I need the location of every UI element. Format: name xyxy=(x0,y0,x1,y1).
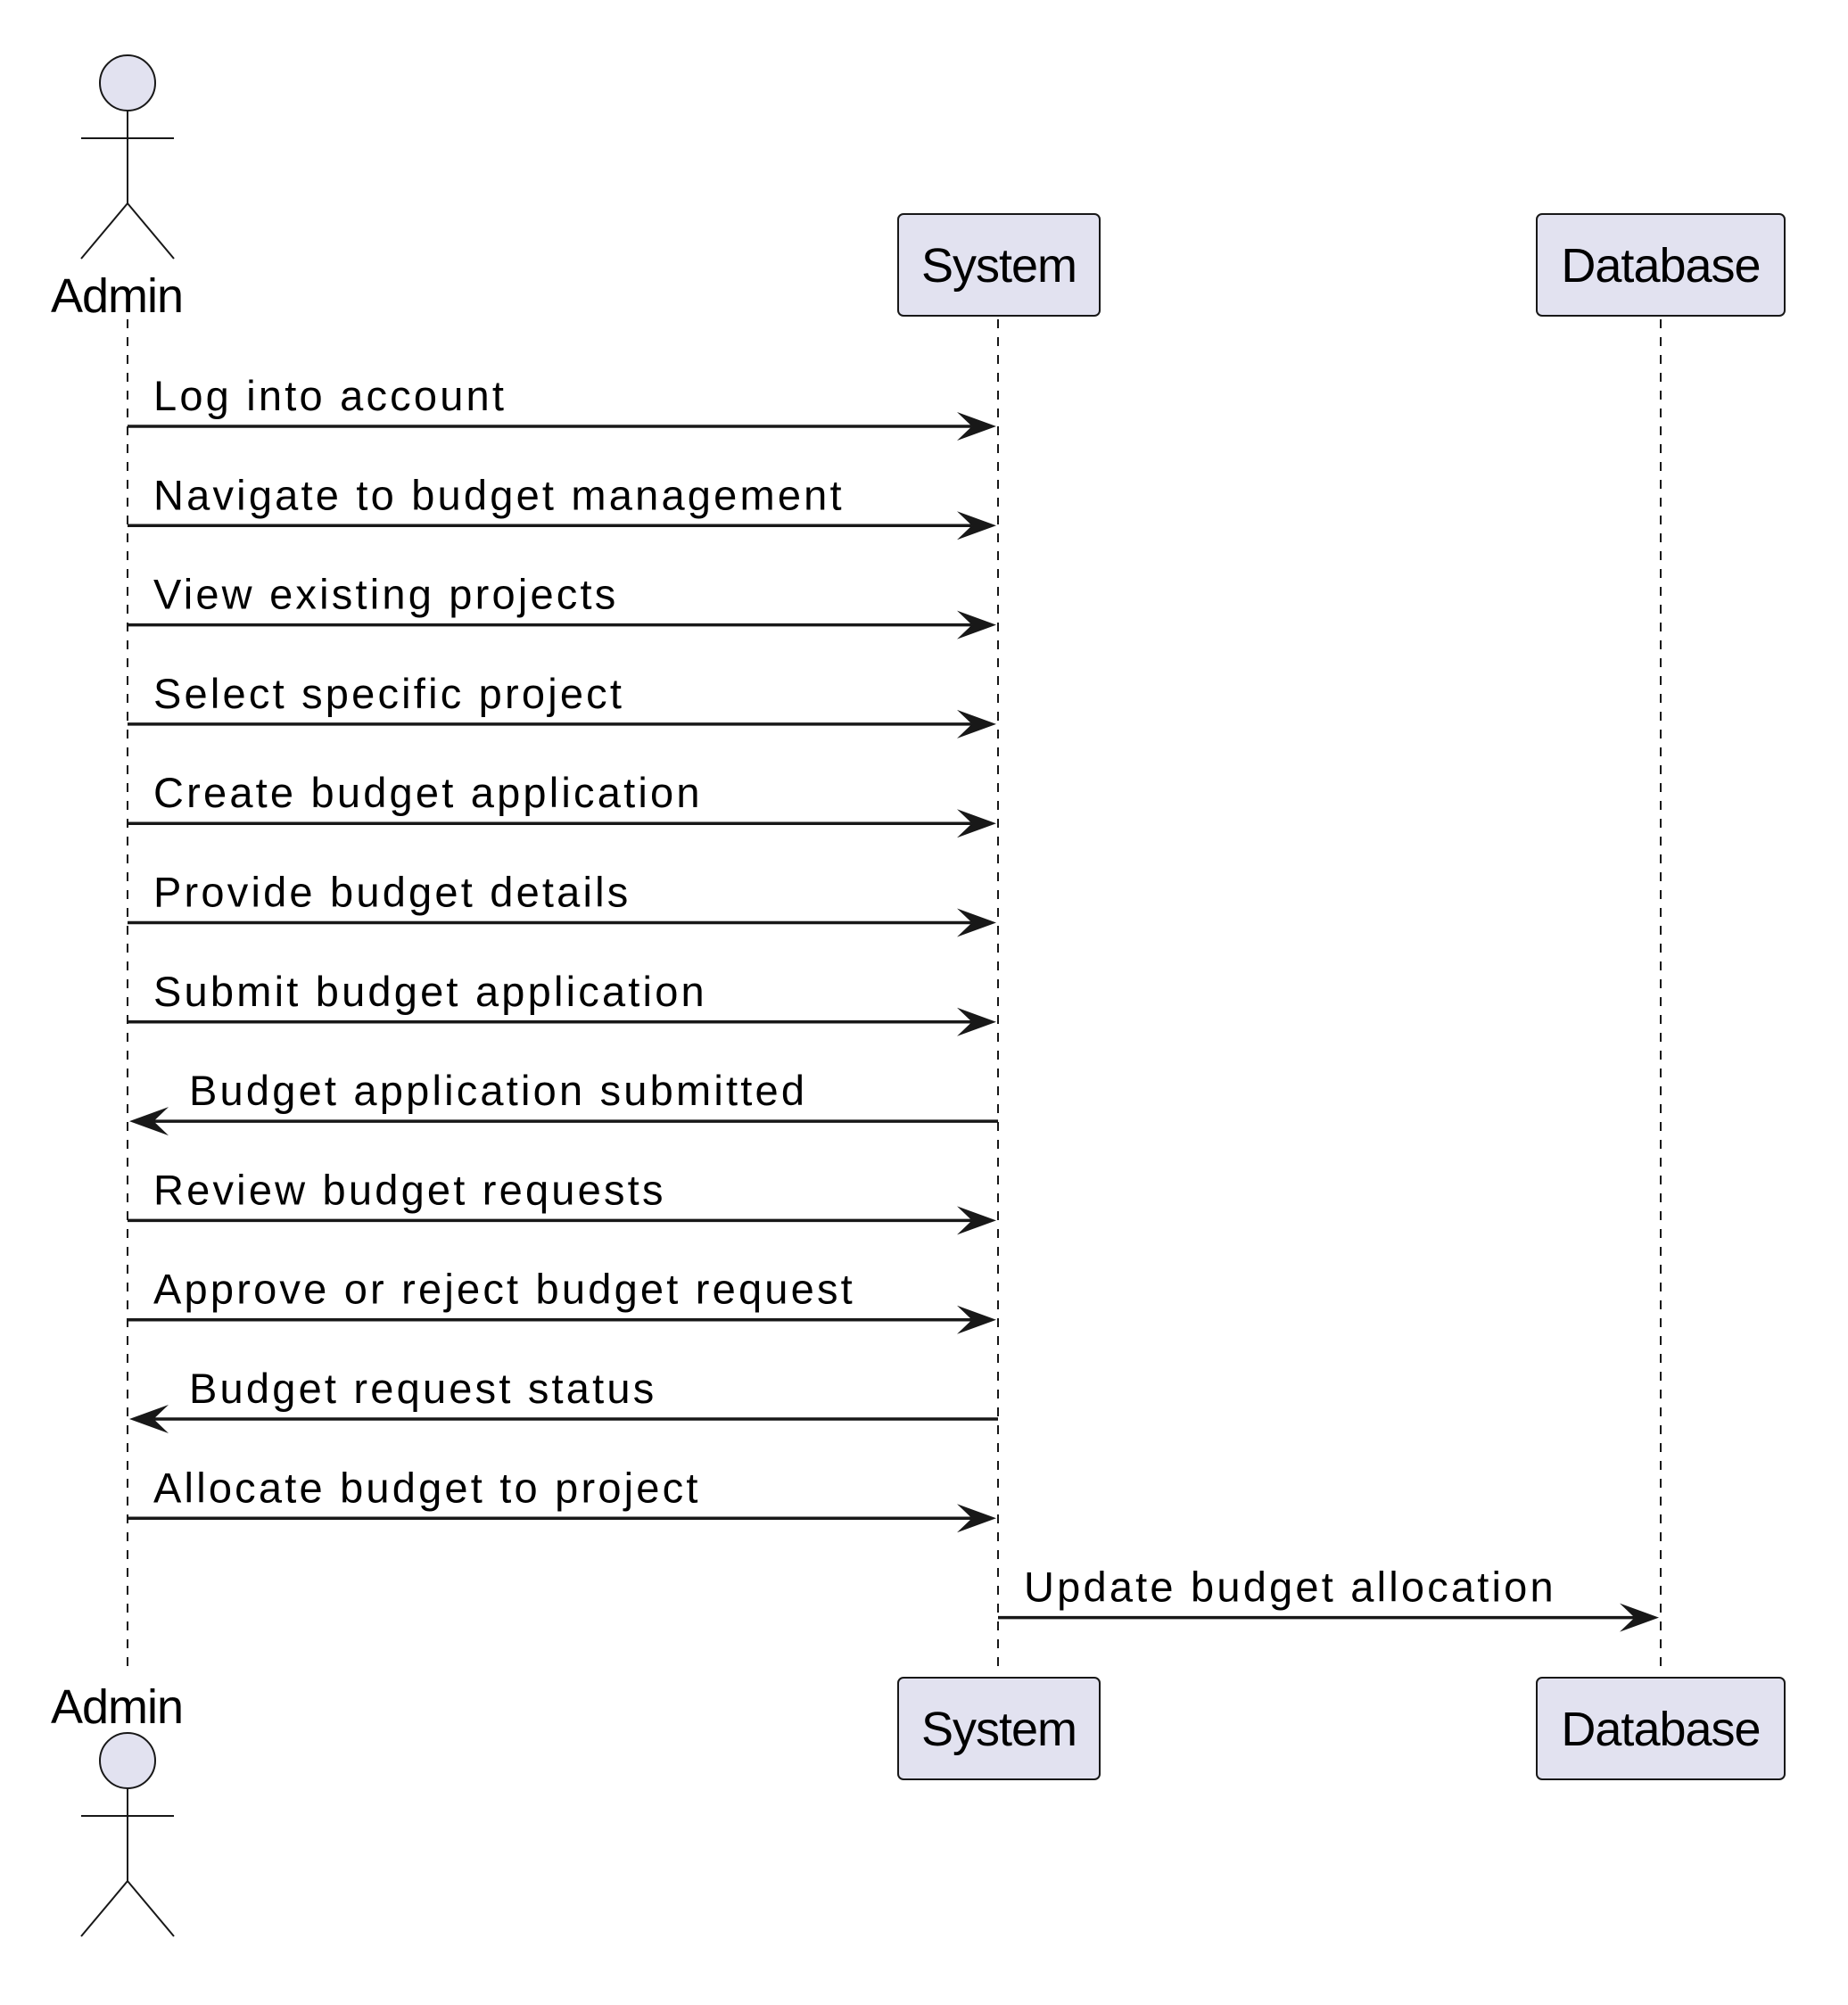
message-label: Budget request status xyxy=(189,1365,656,1412)
arrow-right-icon xyxy=(957,1007,996,1036)
message-13: Update budget allocation xyxy=(998,1564,1659,1632)
message-label: Allocate budget to project xyxy=(153,1464,701,1511)
message-9: Review budget requests xyxy=(128,1166,996,1235)
participant-label: System xyxy=(921,1703,1077,1756)
actor-right-leg-icon xyxy=(127,202,175,260)
message-label: Approve or reject budget request xyxy=(153,1266,855,1313)
actor-left-leg-icon xyxy=(80,202,128,260)
message-label: Update budget allocation xyxy=(1024,1564,1556,1611)
actor-right-leg-icon xyxy=(127,1880,175,1937)
arrow-left-icon xyxy=(129,1107,169,1136)
participant-system-bottom: System xyxy=(897,1677,1101,1780)
arrow-left-icon xyxy=(129,1405,169,1433)
message-12: Allocate budget to project xyxy=(128,1464,996,1533)
lifelines xyxy=(127,319,1662,1675)
message-label: Create budget application xyxy=(153,769,703,816)
message-8: Budget application submitted xyxy=(129,1067,998,1136)
participant-label: Database xyxy=(1561,239,1760,293)
participant-system-top: System xyxy=(897,213,1101,317)
arrow-right-icon xyxy=(957,610,996,639)
arrow-right-icon xyxy=(957,412,996,441)
arrow-right-icon xyxy=(957,709,996,738)
message-label: Review budget requests xyxy=(153,1166,666,1213)
participant-box xyxy=(1536,1677,1786,1780)
actor-head-icon xyxy=(99,54,156,111)
message-label: Navigate to budget management xyxy=(153,471,845,518)
participant-label: Database xyxy=(1561,1703,1760,1756)
actor-left-leg-icon xyxy=(80,1880,128,1937)
arrow-right-icon xyxy=(957,908,996,937)
actor-admin-top: Admin xyxy=(51,54,184,323)
arrow-right-icon xyxy=(957,1504,996,1533)
actor-head-icon xyxy=(99,1732,156,1789)
actor-label: Admin xyxy=(51,1680,183,1734)
actor-label: Admin xyxy=(51,269,183,323)
message-3: View existing projects xyxy=(128,571,996,639)
message-label: Log into account xyxy=(153,372,507,419)
participant-box xyxy=(897,1677,1101,1780)
participant-database-bottom: Database xyxy=(1536,1677,1786,1780)
message-4: Select specific project xyxy=(128,670,996,738)
arrow-right-icon xyxy=(957,809,996,838)
arrow-right-icon xyxy=(957,511,996,540)
message-7: Submit budget application xyxy=(128,968,996,1036)
message-label: View existing projects xyxy=(153,571,618,618)
arrow-right-icon xyxy=(1620,1603,1659,1632)
participant-label: System xyxy=(921,239,1077,293)
participant-database-top: Database xyxy=(1536,213,1786,317)
message-10: Approve or reject budget request xyxy=(128,1266,996,1334)
message-1: Log into account xyxy=(128,372,996,441)
participant-box xyxy=(1536,213,1786,317)
message-2: Navigate to budget management xyxy=(128,471,996,540)
message-11: Budget request status xyxy=(129,1365,998,1433)
message-label: Provide budget details xyxy=(153,869,631,916)
arrow-right-icon xyxy=(957,1305,996,1334)
message-label: Budget application submitted xyxy=(189,1067,807,1114)
actor-admin-bottom: Admin xyxy=(51,1680,184,1937)
message-5: Create budget application xyxy=(128,769,996,838)
arrow-right-icon xyxy=(957,1206,996,1235)
message-6: Provide budget details xyxy=(128,869,996,937)
message-label: Submit budget application xyxy=(153,968,707,1015)
participant-box xyxy=(897,213,1101,317)
message-label: Select specific project xyxy=(153,670,624,717)
